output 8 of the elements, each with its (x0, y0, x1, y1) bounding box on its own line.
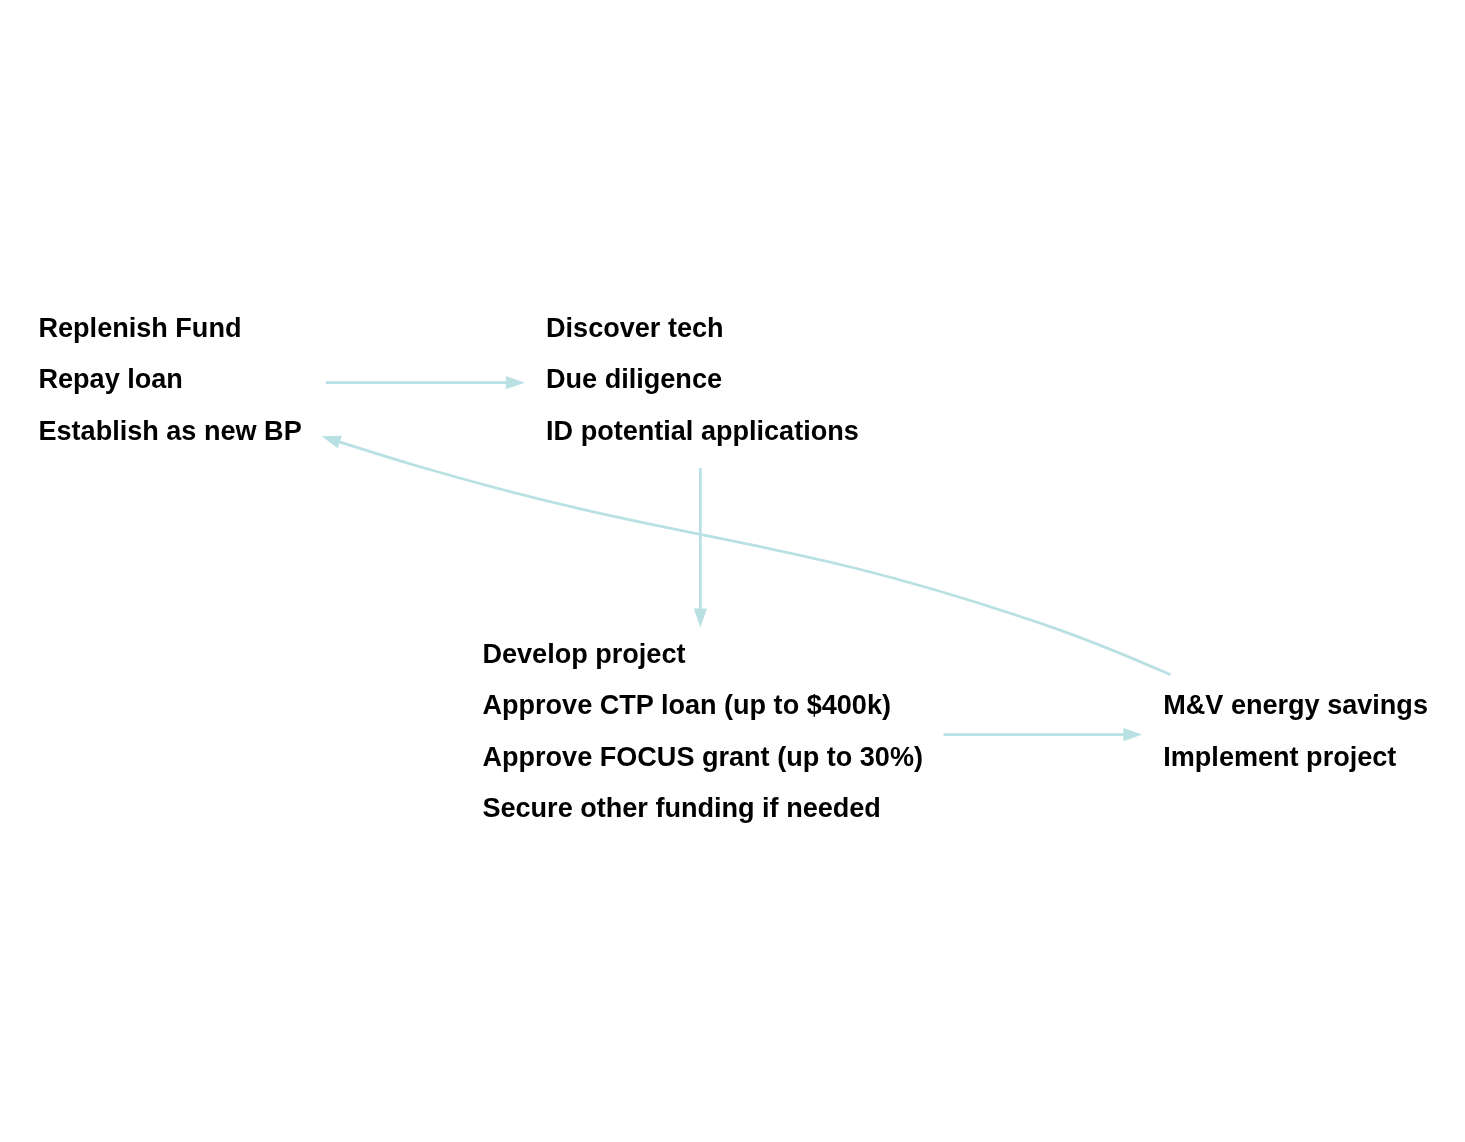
arrow (321, 435, 1172, 676)
node-text: Discover tech Due diligence ID potential applications (546, 311, 859, 446)
node-text: M&V energy savings Implement project (1163, 688, 1428, 772)
arrow (943, 727, 1143, 741)
node-text: Replenish Fund Repay loan Establish as new BP (38, 311, 302, 446)
node-text: Develop project Approve CTP loan (up to $400k) Approve FOCUS grant (up to 30%) Secure other funding if needed (482, 637, 923, 823)
arrow (693, 467, 707, 628)
arrow (325, 375, 525, 389)
